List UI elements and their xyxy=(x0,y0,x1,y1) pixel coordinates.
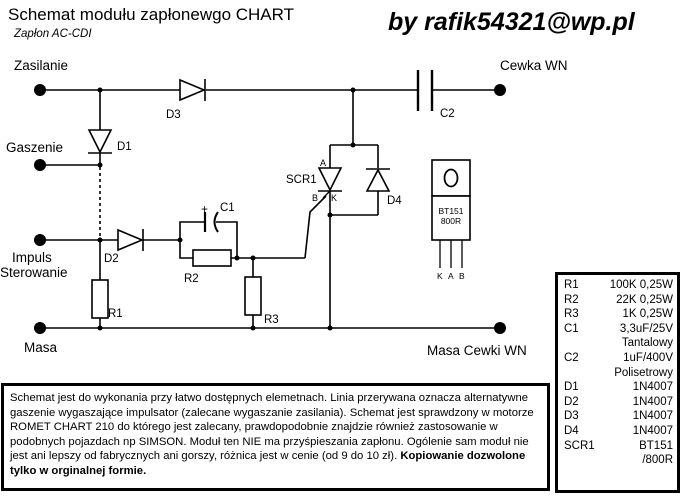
diagram-subtitle: Zapłon AC-CDI xyxy=(13,28,92,40)
diagram-title: Schemat modułu zapłonewgo CHART xyxy=(8,5,294,24)
node-scr-top xyxy=(350,142,356,148)
label-c2: C2 xyxy=(440,108,455,120)
resistor-r2 xyxy=(192,249,232,267)
terminal-cewka-wn xyxy=(494,84,506,96)
terminal-zasilanie xyxy=(34,84,46,96)
author-signature: by rafik54321@wp.pl xyxy=(388,8,636,36)
label-c1-plus: + xyxy=(201,202,208,216)
package-marking-1: BT151 xyxy=(438,206,463,216)
label-d1: D1 xyxy=(117,141,132,153)
label-sterowanie: Sterowanie xyxy=(0,265,68,280)
resistor-r1 xyxy=(91,279,109,319)
label-scr1: SCR1 xyxy=(286,174,317,186)
terminal-masa-cewki xyxy=(494,322,506,334)
label-impuls: Impuls xyxy=(12,250,52,265)
label-r3: R3 xyxy=(264,314,279,326)
node-zasilanie xyxy=(97,87,103,93)
label-gaszenie: Gaszenie xyxy=(6,140,63,155)
label-scr-b: B xyxy=(312,193,318,203)
description-box: Schemat jest do wykonania przy łatwo dos… xyxy=(1,383,550,491)
label-r1: R1 xyxy=(108,308,123,320)
parts-row-c1-type: Tantalowy xyxy=(621,337,673,350)
terminal-masa xyxy=(34,322,46,334)
label-scr-k: K xyxy=(331,193,337,203)
label-d2: D2 xyxy=(104,253,119,265)
thyristor-scr1 xyxy=(317,167,343,199)
node-scr-bottom xyxy=(327,212,333,218)
label-c1: C1 xyxy=(220,202,235,214)
diode-d1 xyxy=(87,129,113,165)
label-masa-cewki: Masa Cewki WN xyxy=(427,343,527,358)
label-scr-a: A xyxy=(320,158,326,168)
bt151-package xyxy=(431,159,471,268)
label-r2: R2 xyxy=(184,273,199,285)
diode-d4 xyxy=(365,168,391,192)
resistor-r3 xyxy=(244,276,262,316)
label-zasilanie: Zasilanie xyxy=(14,58,68,73)
copyright-note: Kopiowanie dozwolone tylko w orginalnej … xyxy=(10,450,526,477)
description-text: Schemat jest do wykonania przy łatwo dos… xyxy=(10,392,534,463)
diode-d2 xyxy=(117,228,145,252)
capacitor-c1 xyxy=(203,211,219,233)
package-marking-2: 800R xyxy=(441,216,461,226)
package-pin-a: A xyxy=(448,271,454,281)
package-pin-b: B xyxy=(459,271,465,281)
label-d3: D3 xyxy=(166,109,181,121)
package-pin-k: K xyxy=(437,271,443,281)
package-mounting-hole xyxy=(443,168,459,188)
parts-row-c2-type: Polisetrowy xyxy=(614,366,673,379)
parts-row-scr1-type: /800R xyxy=(642,454,673,467)
label-d4: D4 xyxy=(387,195,402,207)
diode-d3 xyxy=(179,78,207,102)
capacitor-c2 xyxy=(416,70,434,111)
label-cewka-wn: Cewka WN xyxy=(500,58,568,73)
node-r2-c1 xyxy=(234,255,240,261)
label-masa: Masa xyxy=(24,340,58,355)
top-rail xyxy=(40,89,500,130)
